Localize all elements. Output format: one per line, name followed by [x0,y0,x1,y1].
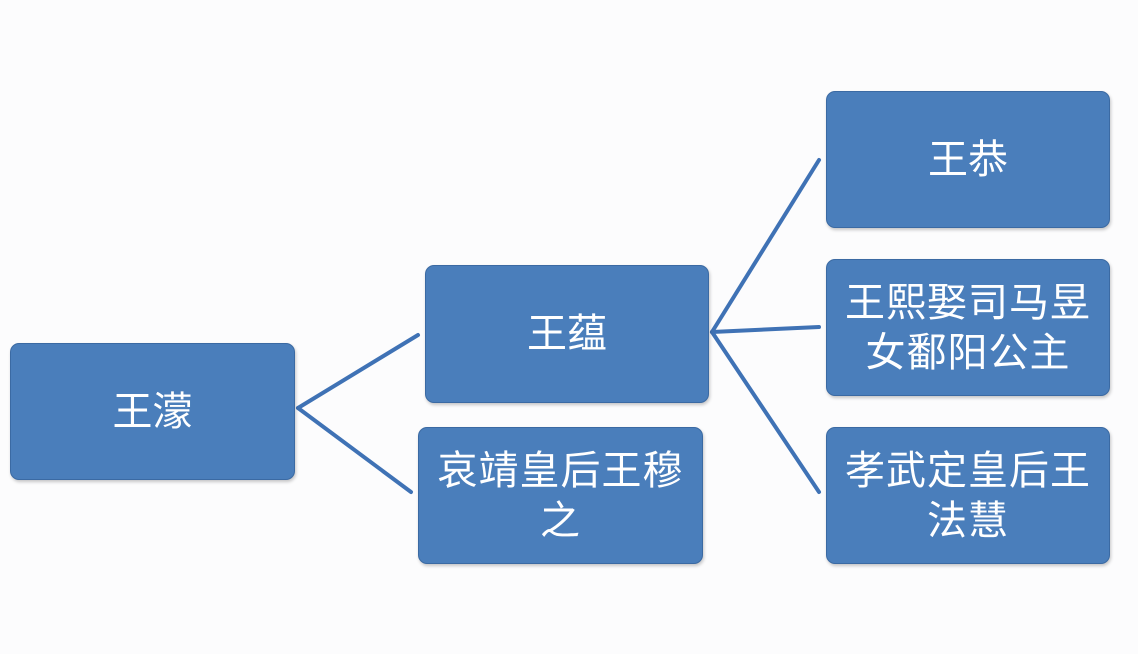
node-wang-yun: 王蕴 [425,265,709,403]
connector-yun-gong [710,158,821,334]
node-label: 王熙娶司马昱女鄱阳公主 [845,279,1091,376]
node-label: 王濛 [112,388,193,435]
node-label: 王蕴 [527,311,607,357]
connector-yun-xi [710,325,821,334]
node-empress-fahui: 孝武定皇后王法慧 [826,427,1110,564]
connector-yun-fahui [710,330,821,494]
connector-root-yun [296,333,420,410]
node-label: 哀靖皇后王穆之 [437,447,684,544]
node-wang-gong: 王恭 [826,91,1110,228]
node-label: 王恭 [928,136,1008,183]
node-empress-muzhi: 哀靖皇后王穆之 [418,427,703,564]
connector-root-muzhi [296,406,413,494]
node-label: 孝武定皇后王法慧 [845,447,1091,544]
node-wang-meng: 王濛 [10,343,295,480]
node-wang-xi: 王熙娶司马昱女鄱阳公主 [826,259,1110,396]
